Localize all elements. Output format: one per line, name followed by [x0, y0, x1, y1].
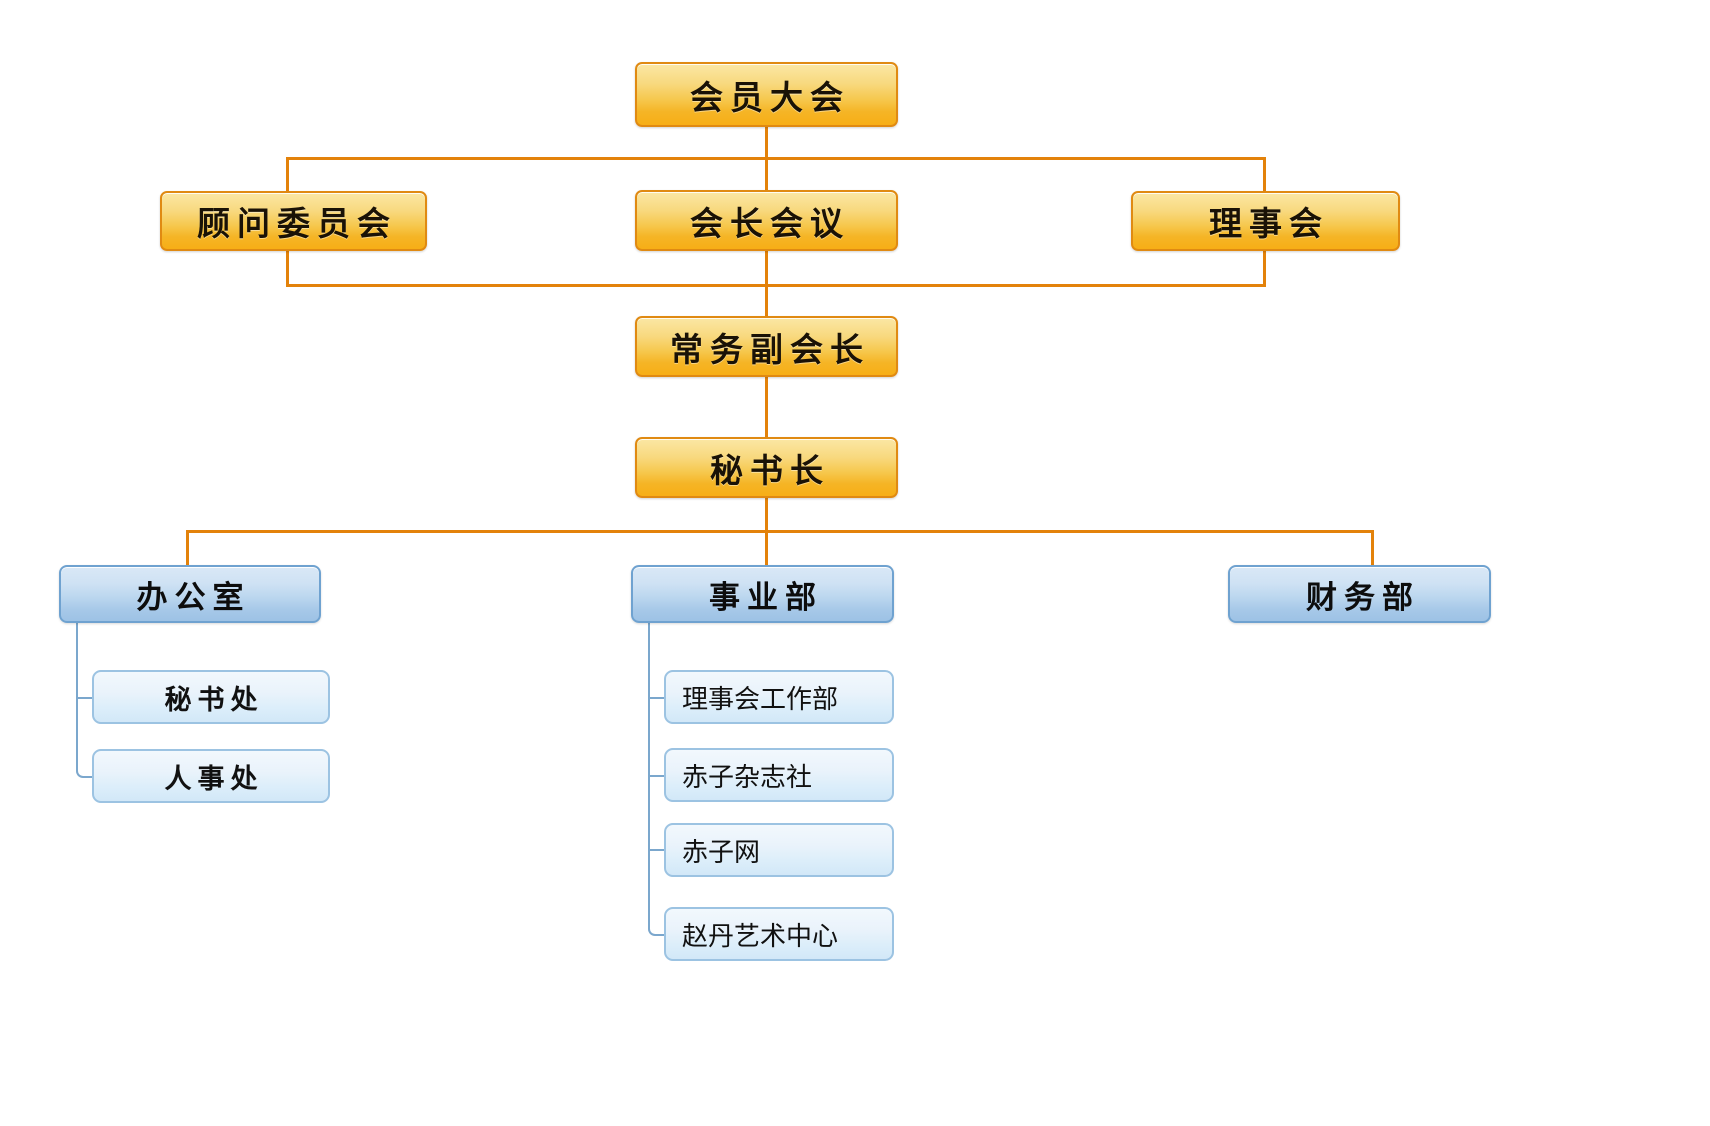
connector-business-spine-2 — [648, 697, 650, 775]
node-business-child-zhaodan-art-center[interactable]: 赵丹艺术中心 — [664, 907, 894, 961]
connector-finance-down — [1371, 530, 1374, 565]
node-members-congress[interactable]: 会员大会 — [635, 62, 898, 127]
connector-business-child-0 — [648, 697, 666, 699]
node-business-child-board-work[interactable]: 理事会工作部 — [664, 670, 894, 724]
connector-presidents-down — [765, 157, 768, 192]
connector-sg-down — [765, 497, 768, 532]
node-secretary-general[interactable]: 秘书长 — [635, 437, 898, 498]
node-presidents-meeting[interactable]: 会长会议 — [635, 190, 898, 251]
connector-evp-to-sg — [765, 376, 768, 440]
connector-office-down — [186, 530, 189, 565]
node-board-of-directors[interactable]: 理事会 — [1131, 191, 1400, 251]
connector-business-child-2 — [648, 849, 666, 851]
connector-business-child-1 — [648, 775, 666, 777]
node-office[interactable]: 办公室 — [59, 565, 321, 623]
connector-business-down — [765, 530, 768, 565]
connector-presidents-to-evp — [765, 250, 768, 318]
node-advisory-committee[interactable]: 顾问委员会 — [160, 191, 427, 251]
connector-advisory-up-lower — [286, 250, 289, 286]
connector-office-child-0 — [76, 697, 94, 699]
node-office-child-personnel[interactable]: 人事处 — [92, 749, 330, 803]
connector-congress-down — [765, 127, 768, 159]
connector-dept-bus — [186, 530, 1374, 533]
connector-board-down — [1263, 157, 1266, 192]
node-business-child-chizi-magazine[interactable]: 赤子杂志社 — [664, 748, 894, 802]
connector-row2-bus — [286, 157, 1266, 160]
node-business-child-chizi-web[interactable]: 赤子网 — [664, 823, 894, 877]
connector-advisory-down — [286, 157, 289, 192]
connector-business-spine — [648, 623, 650, 698]
node-finance-department[interactable]: 财务部 — [1228, 565, 1491, 623]
connector-office-child-1 — [76, 697, 96, 778]
connector-row2-lower-bus — [286, 284, 1266, 287]
node-office-child-secretariat[interactable]: 秘书处 — [92, 670, 330, 724]
connector-office-spine — [76, 623, 78, 698]
connector-business-spine-3 — [648, 775, 650, 850]
node-business-division[interactable]: 事业部 — [631, 565, 894, 623]
node-executive-vice-president[interactable]: 常务副会长 — [635, 316, 898, 377]
connector-business-child-3 — [648, 849, 668, 936]
connector-board-up-lower — [1263, 250, 1266, 286]
